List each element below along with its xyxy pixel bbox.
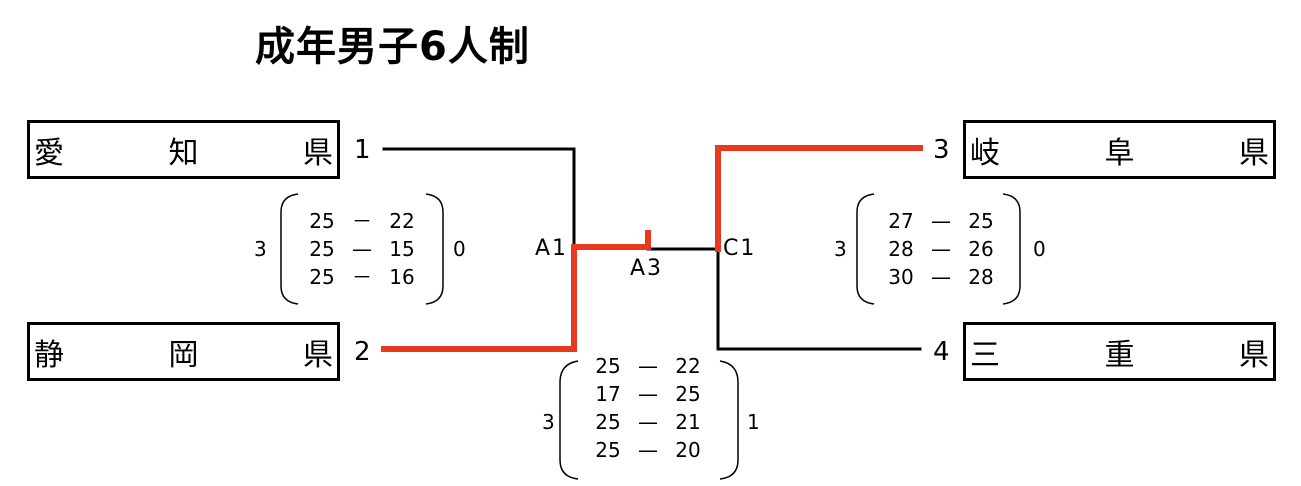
game-score-row: 25 － 16 — [302, 263, 422, 291]
match-label-c1: C1 — [723, 236, 757, 261]
team-name-char: 県 — [1239, 337, 1269, 373]
match-label-a3: A3 — [630, 256, 664, 281]
seed-number: 1 — [354, 135, 371, 165]
score-value: 25 — [595, 438, 621, 462]
game-scores-a3: 25 — 22 17 — 25 25 — 21 25 — 20 — [588, 352, 708, 464]
score-value: 21 — [675, 410, 701, 434]
score-value: 28 — [968, 265, 994, 289]
game-scores-a1: 25 － 22 25 — 15 25 － 16 — [302, 207, 422, 291]
team-box-mie: 三 重 県 — [963, 322, 1276, 381]
score-value: 22 — [389, 209, 415, 233]
game-score-row: 25 － 22 — [302, 207, 422, 235]
winner-line — [381, 244, 651, 352]
score-value: 28 — [888, 237, 914, 261]
sets-won-right: 0 — [453, 237, 466, 261]
score-value: 25 — [309, 265, 335, 289]
game-score-row: 17 — 25 — [588, 380, 708, 408]
score-bracket-left — [856, 193, 875, 305]
seed-number: 3 — [933, 135, 950, 165]
game-score-row: 25 — 20 — [588, 436, 708, 464]
team-name-char: 県 — [303, 337, 333, 373]
score-value: 25 — [675, 382, 701, 406]
score-value: — — [931, 209, 951, 233]
sets-won-right: 0 — [1033, 237, 1046, 261]
page-title: 成年男子6人制 — [255, 24, 530, 70]
team-name-char: 岡 — [168, 337, 199, 373]
team-name-char: 三 — [970, 337, 1000, 373]
score-value: 22 — [675, 354, 701, 378]
team-box-gifu: 岐 阜 県 — [963, 120, 1276, 179]
score-value: 15 — [389, 237, 415, 261]
score-value: 25 — [309, 237, 335, 261]
team-name-char: 県 — [303, 135, 333, 171]
sets-won-left: 3 — [834, 237, 847, 261]
game-score-row: 25 — 22 — [588, 352, 708, 380]
match-label-a1: A1 — [535, 236, 569, 261]
score-value: — — [931, 265, 951, 289]
score-value: － — [352, 209, 372, 233]
sets-won-left: 3 — [542, 410, 555, 434]
game-score-row: 27 — 25 — [881, 207, 1001, 235]
score-value: 17 — [595, 382, 621, 406]
score-bracket-right — [719, 360, 739, 480]
score-value: — — [352, 237, 372, 261]
score-value: 25 — [595, 354, 621, 378]
score-value: 25 — [595, 410, 621, 434]
score-value: 25 — [968, 209, 994, 233]
team-name-char: 岐 — [970, 135, 1000, 171]
score-value: — — [638, 438, 658, 462]
game-scores-c1: 27 — 25 28 — 26 30 — 28 — [881, 207, 1001, 291]
seed-number: 4 — [933, 337, 950, 367]
score-value: — — [638, 410, 658, 434]
score-value: 16 — [389, 265, 415, 289]
team-box-shizuoka: 静 岡 県 — [27, 322, 340, 381]
score-value: 26 — [968, 237, 994, 261]
seed-number: 2 — [354, 337, 371, 367]
sets-won-right: 1 — [747, 410, 760, 434]
game-score-row: 25 — 21 — [588, 408, 708, 436]
score-value: 30 — [888, 265, 914, 289]
score-value: 25 — [309, 209, 335, 233]
score-value: — — [931, 237, 951, 261]
game-score-row: 30 — 28 — [881, 263, 1001, 291]
game-score-row: 28 — 26 — [881, 235, 1001, 263]
score-value: 27 — [888, 209, 914, 233]
score-value: 20 — [675, 438, 701, 462]
score-bracket-left — [280, 193, 299, 305]
team-name-char: 知 — [168, 135, 199, 171]
game-score-row: 25 — 15 — [302, 235, 422, 263]
bracket-line — [646, 247, 922, 351]
team-name-char: 静 — [34, 337, 64, 373]
score-value: － — [352, 265, 372, 289]
team-name-char: 愛 — [34, 135, 64, 171]
score-value: — — [638, 354, 658, 378]
score-bracket-right — [1002, 193, 1021, 305]
bracket-line — [382, 147, 576, 251]
winner-line — [715, 145, 923, 252]
team-name-char: 阜 — [1104, 135, 1135, 171]
team-box-aichi: 愛 知 県 — [27, 120, 340, 179]
sets-won-left: 3 — [254, 237, 267, 261]
team-name-char: 県 — [1239, 135, 1269, 171]
score-bracket-left — [559, 360, 579, 480]
score-bracket-right — [425, 193, 444, 305]
team-name-char: 重 — [1104, 337, 1135, 373]
score-value: — — [638, 382, 658, 406]
